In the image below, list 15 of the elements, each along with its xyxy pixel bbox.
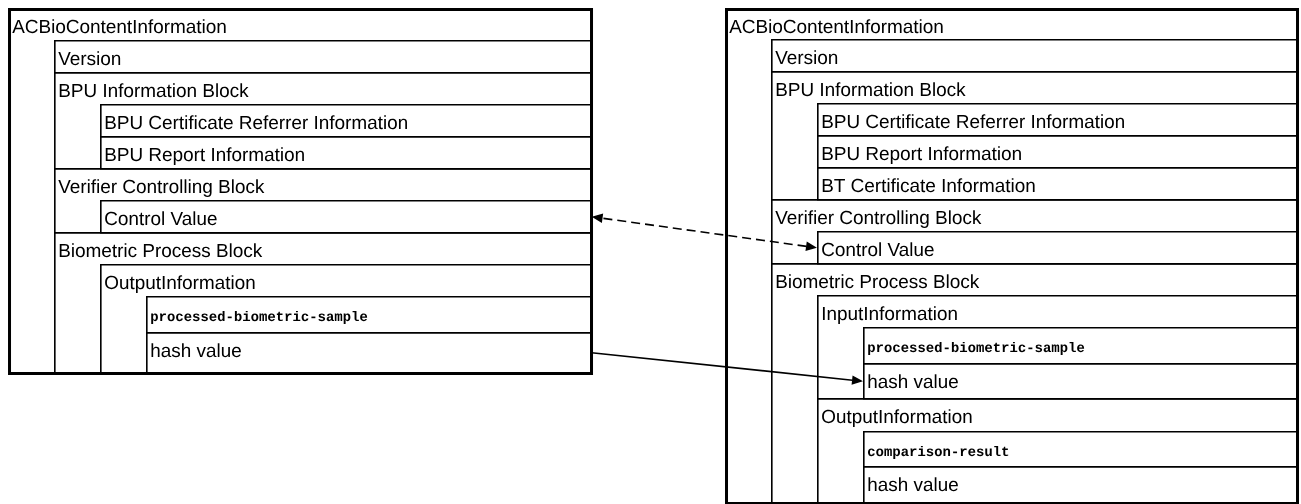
field-box: hash value (863, 363, 1298, 400)
field-box: hash value (863, 465, 1298, 504)
field-box: BT Certificate Information (817, 167, 1298, 201)
field-box: Control Value (100, 200, 592, 234)
field-box: BPU Certificate Referrer Information (100, 104, 592, 138)
field-box: processed-biometric-sample (863, 327, 1298, 365)
field-box: Version (771, 39, 1298, 73)
field-box: BPU Report Information (100, 136, 592, 170)
field-box: BPU Report Information (817, 135, 1298, 169)
field-box: BPU Certificate Referrer Information (817, 103, 1298, 137)
field-box: hash value (146, 332, 592, 374)
field-box: Control Value (817, 231, 1298, 265)
field-box: comparison-result (863, 430, 1298, 468)
field-box: Version (54, 40, 592, 74)
field-box: processed-biometric-sample (146, 296, 592, 334)
